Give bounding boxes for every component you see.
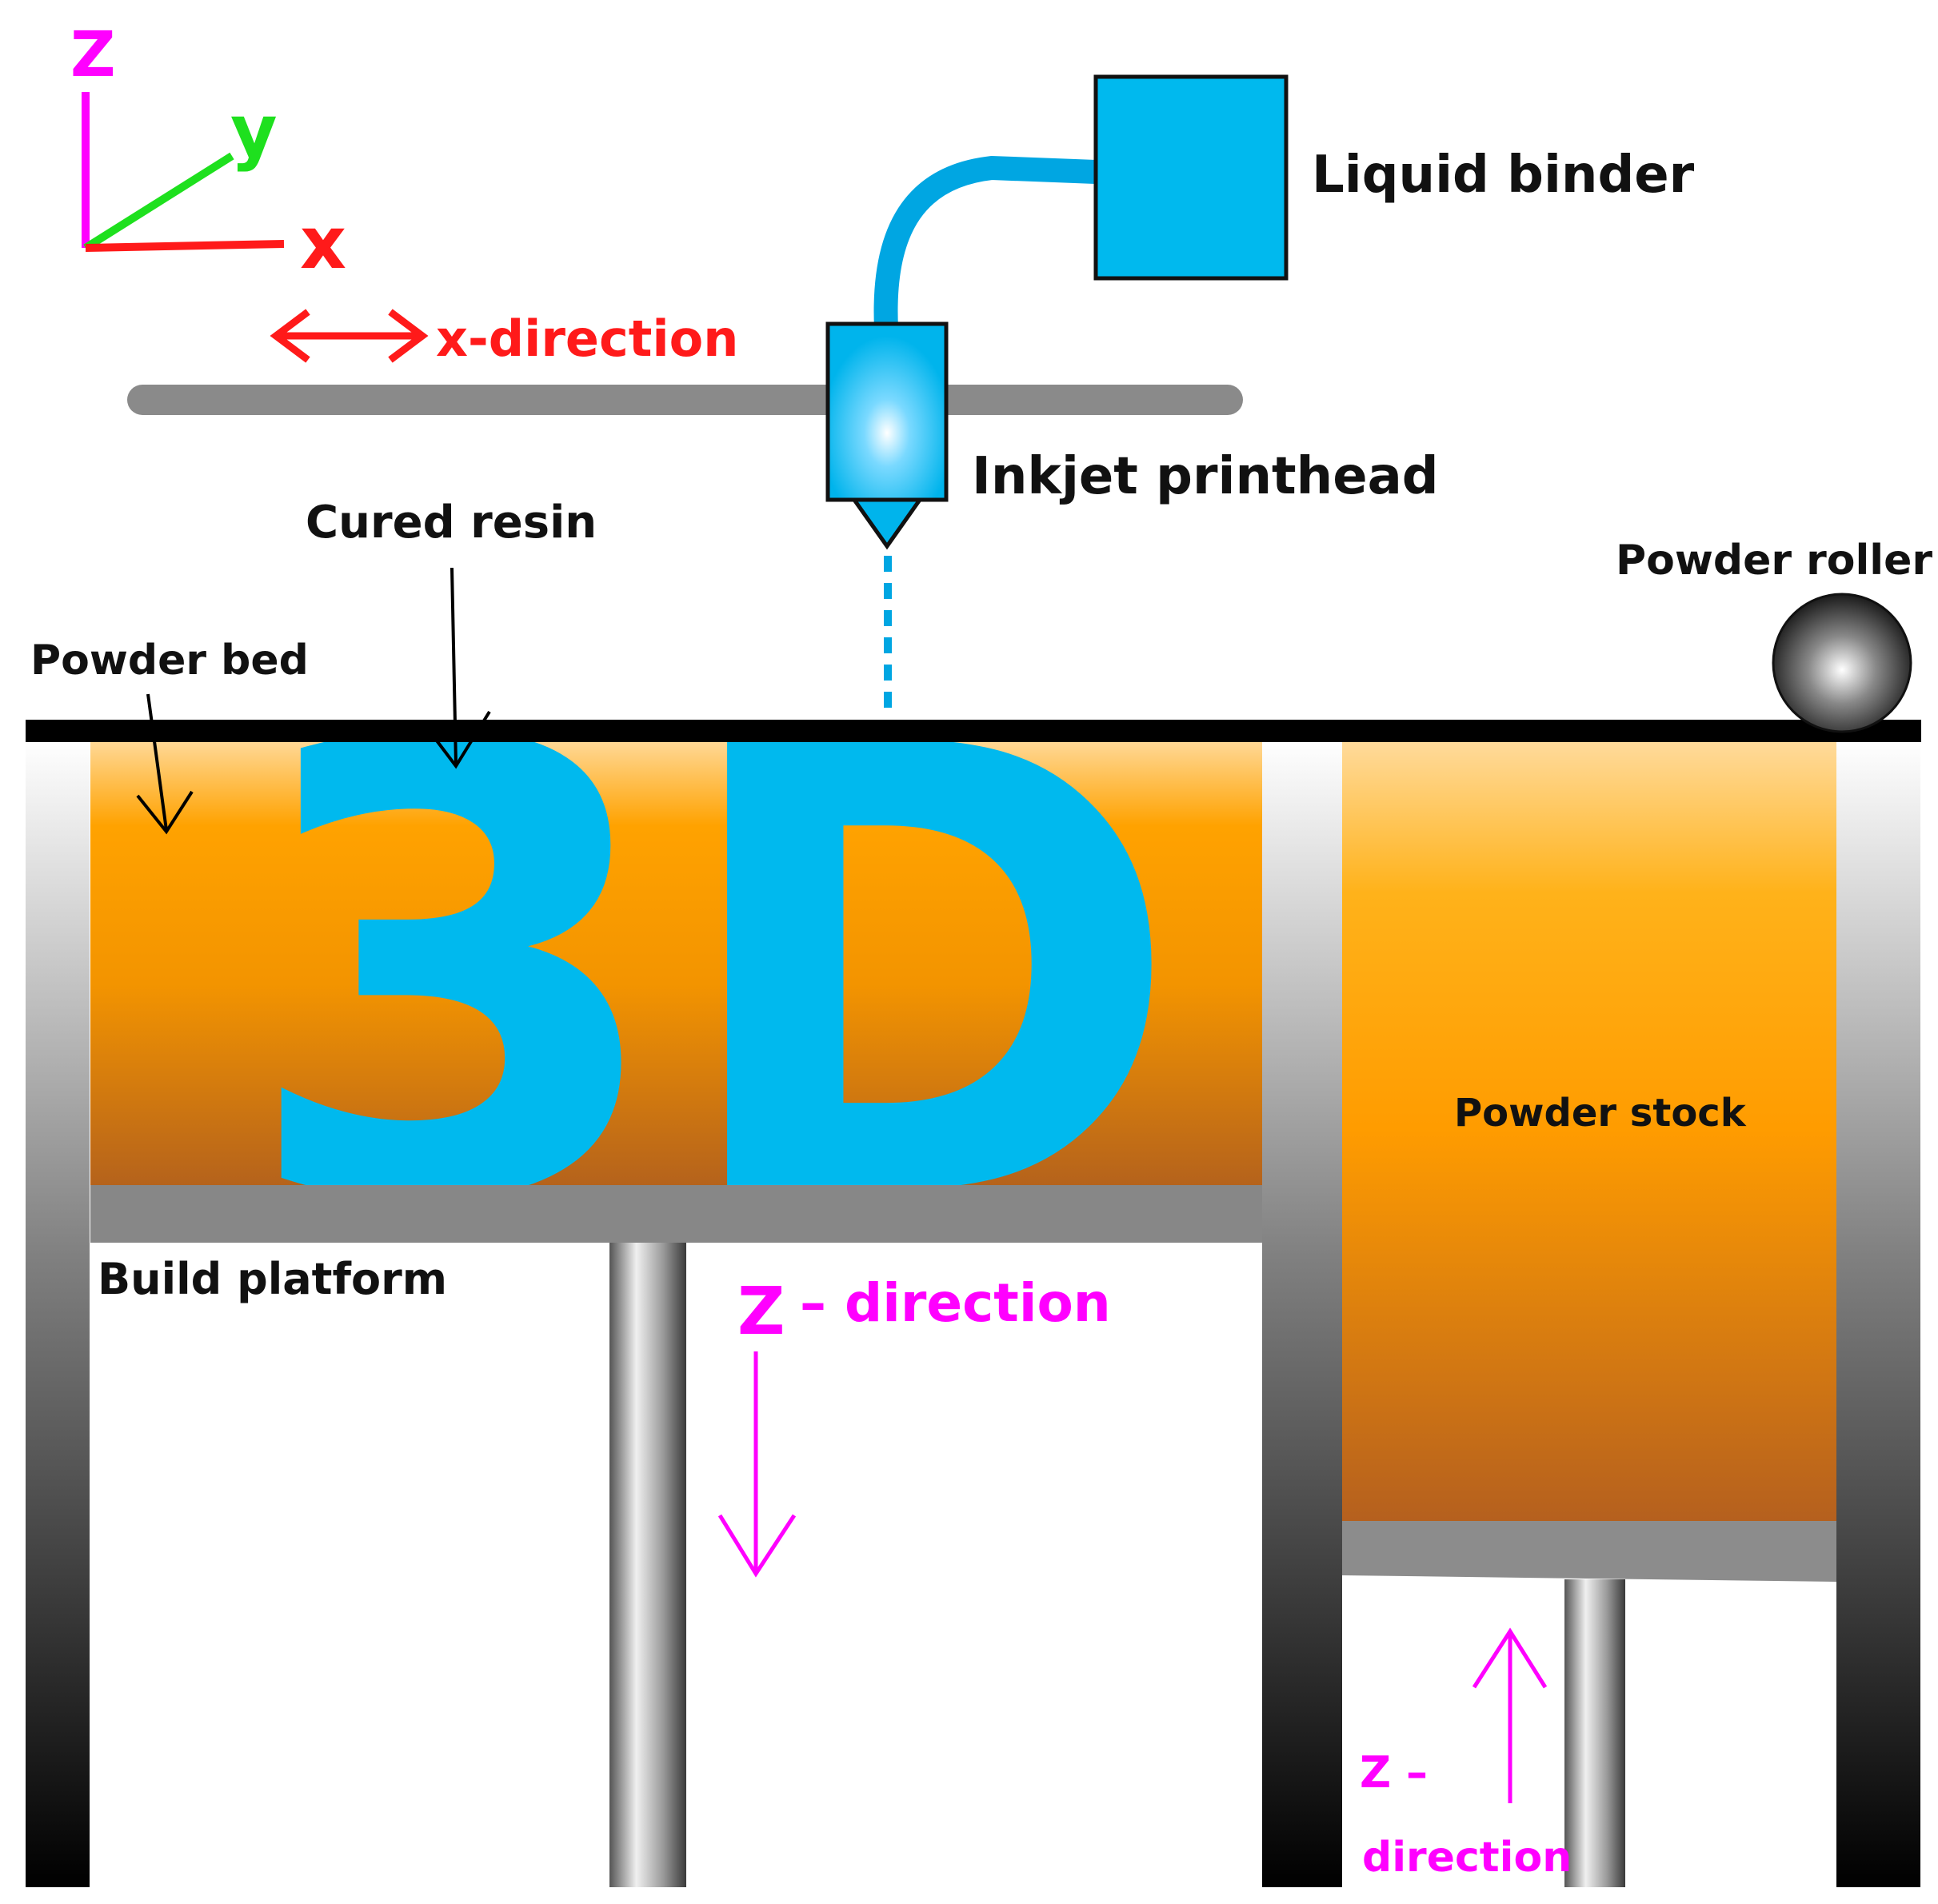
printhead-nozzle	[850, 497, 924, 550]
middle-chamber-wall	[1262, 740, 1342, 1887]
z-direction-stock-arrowhead	[1472, 1627, 1548, 1689]
x-axis-label: x	[300, 202, 346, 285]
z-direction-build-text: – direction	[800, 1272, 1111, 1334]
right-chamber-wall	[1836, 740, 1920, 1887]
y-axis-label: y	[230, 90, 278, 174]
inkjet-printhead-body	[825, 321, 949, 502]
inkjet-printhead-label: Inkjet printhead	[972, 447, 1439, 506]
y-axis-line	[83, 152, 234, 252]
cured-resin-pointer	[450, 567, 458, 764]
x-direction-arrowhead-left	[270, 309, 310, 363]
x-direction-label: x-direction	[436, 309, 738, 368]
z-direction-build-indicator: Z – direction	[717, 1272, 1111, 1578]
x-direction-indicator: x-direction	[270, 309, 738, 368]
cured-resin-label: Cured resin	[306, 497, 597, 549]
left-chamber-wall	[26, 740, 90, 1887]
powder-roller	[1772, 593, 1912, 733]
liquid-binder-reservoir	[1093, 74, 1289, 281]
cured-resin-pointer-head	[422, 710, 491, 769]
build-platform-label: Build platform	[98, 1254, 447, 1304]
coordinate-axes: Z y x	[70, 19, 346, 285]
binder-hose	[873, 155, 1097, 329]
powder-stock-piston-rod	[1564, 1579, 1625, 1887]
powder-bed	[90, 736, 1262, 1188]
x-axis-line	[85, 240, 285, 252]
z-direction-stock-line2: direction	[1362, 1834, 1572, 1882]
build-platform-piston-rod	[609, 1243, 686, 1887]
powder-bed-label: Powder bed	[30, 637, 309, 685]
build-platform	[90, 1185, 1262, 1243]
z-direction-stock-line1: Z –	[1360, 1747, 1428, 1798]
top-frame-bar	[26, 720, 1921, 742]
liquid-binder-label: Liquid binder	[1312, 146, 1695, 205]
powder-roller-label: Powder roller	[1616, 537, 1932, 585]
z-direction-build-letter: Z	[737, 1274, 785, 1350]
powder-bed-pointer-head	[136, 790, 194, 835]
z-axis-label: Z	[70, 19, 116, 91]
powder-stock-platform	[1342, 1521, 1836, 1582]
powder-stock-label: Powder stock	[1454, 1091, 1747, 1136]
x-direction-arrowhead-right	[388, 309, 429, 363]
z-direction-stock-indicator: Z – direction	[1360, 1627, 1572, 1882]
powder-bed-pointer	[146, 693, 168, 831]
z-direction-build-arrowhead	[717, 1514, 797, 1578]
powder-stock	[1342, 736, 1836, 1521]
